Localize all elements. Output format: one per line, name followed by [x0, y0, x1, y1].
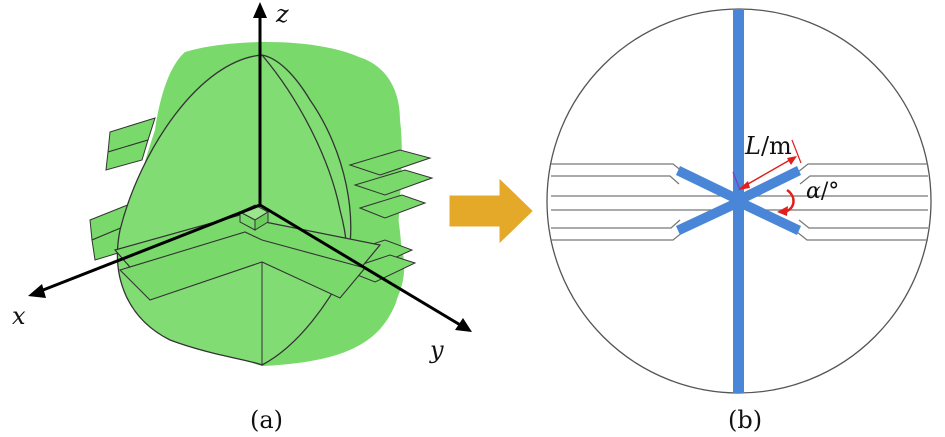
angle-arc	[777, 188, 795, 216]
right-slab-upper-2	[353, 169, 434, 196]
transition-arrow	[449, 178, 533, 244]
caption-a: (a)	[250, 406, 283, 434]
x-axis	[37, 203, 261, 294]
right-slab-upper	[348, 149, 432, 176]
right-slab-lower-2	[343, 254, 417, 283]
y-arrowhead	[455, 318, 472, 332]
z-arrowhead	[253, 2, 267, 18]
x-arrowhead	[28, 284, 46, 298]
length-dimension	[732, 139, 802, 191]
right-slab-mid	[358, 194, 427, 219]
left-slab-upper-2	[105, 139, 149, 171]
inclined-fractures	[676, 166, 801, 235]
length-label: L/m	[744, 132, 792, 160]
angle-label: α/°	[806, 179, 839, 204]
y-axis-label: y	[429, 336, 444, 364]
horizontal-plane-lower	[118, 231, 366, 301]
z-axis-label: z	[275, 0, 289, 28]
panel-b: L/m α/° (b)	[546, 8, 932, 434]
wellbore-channels	[551, 163, 928, 241]
y-axis	[259, 203, 463, 328]
caption-b: (b)	[728, 406, 762, 434]
x-axis-label: x	[12, 302, 26, 330]
panel-a: z x y (a)	[12, 0, 472, 434]
